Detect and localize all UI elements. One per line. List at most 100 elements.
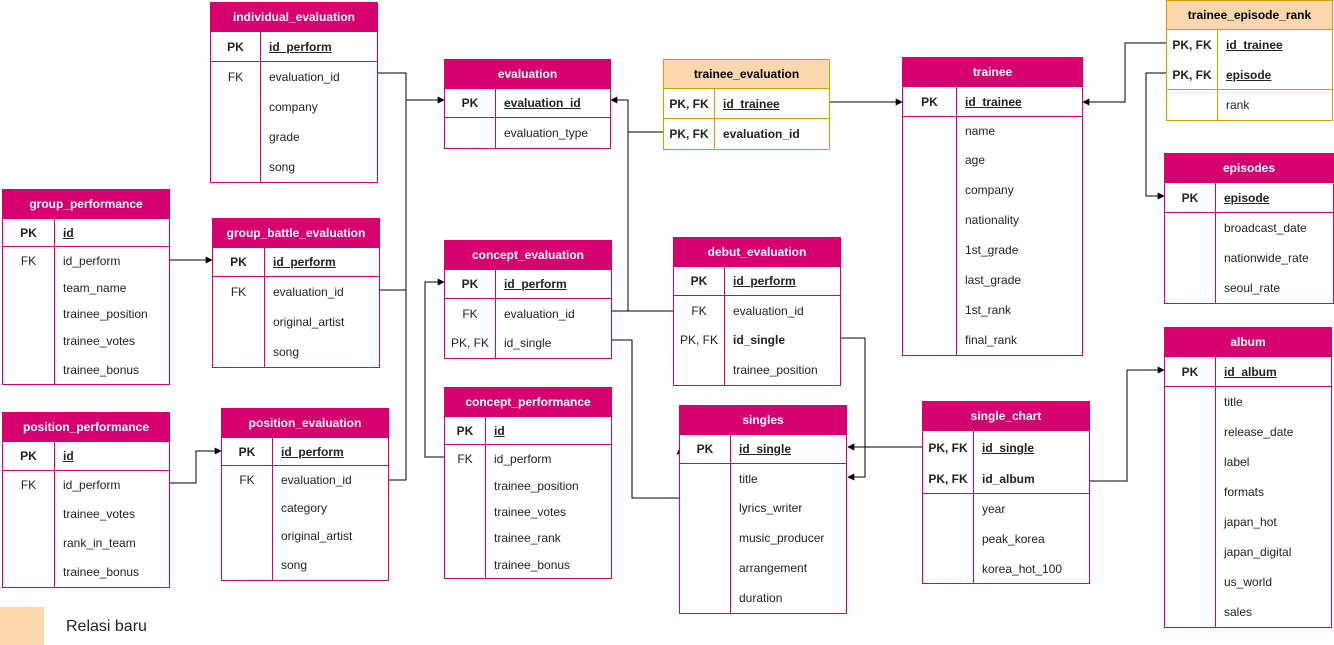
column-name: 1st_grade (965, 243, 1019, 257)
key-label: FK (445, 299, 496, 328)
key-label (903, 325, 957, 355)
column-name: episode (1226, 67, 1272, 82)
key-label (213, 307, 265, 337)
key-label (903, 295, 957, 325)
column-name: evaluation_id (504, 96, 581, 110)
column-name: evaluation_id (723, 127, 800, 141)
column-name: id_trainee (965, 94, 1022, 109)
column-name: trainee_position (733, 362, 818, 377)
key-label (3, 300, 55, 327)
table-row: year (923, 494, 1089, 524)
table-row: evaluation_type (445, 118, 610, 148)
key-label (903, 235, 957, 265)
key-label (1165, 567, 1216, 597)
key-label: FK (674, 296, 725, 325)
key-label (903, 117, 957, 145)
table-row: arrangement (680, 553, 846, 583)
column-name: final_rank (965, 333, 1018, 347)
table-title: individual_evaluation (211, 3, 377, 32)
key-label (680, 553, 731, 583)
column-name: evaluation_id (733, 303, 804, 318)
key-label: PK, FK (1167, 30, 1218, 60)
column-name: trainee_position (494, 478, 579, 493)
table-row: trainee_votes (3, 499, 169, 528)
table-title: album (1165, 328, 1331, 357)
table-title: singles (680, 406, 846, 435)
key-label (3, 528, 55, 557)
link-episode-rank-to-episodes (1145, 72, 1167, 200)
column-name: company (269, 100, 318, 114)
key-label: PK (445, 270, 496, 298)
column-name: id_perform (63, 254, 121, 268)
key-label (903, 145, 957, 175)
column-name: company (965, 183, 1014, 197)
key-label (1165, 507, 1216, 537)
column-name: song (281, 558, 308, 572)
table-title: episodes (1165, 154, 1333, 183)
column-name: 1st_rank (965, 303, 1012, 317)
column-name: rank_in_team (63, 535, 136, 550)
key-label (211, 92, 261, 122)
column-name: trainee_votes (494, 504, 567, 519)
table-title: group_performance (3, 190, 169, 219)
column-name: trainee_position (63, 306, 148, 321)
table-title: position_evaluation (222, 409, 388, 438)
column-name: lyrics_writer (739, 501, 803, 515)
key-label: PK, FK (674, 325, 725, 354)
table-row: name (903, 117, 1082, 145)
column-name: label (1224, 455, 1250, 469)
column-name: id_perform (273, 255, 336, 269)
key-label (680, 464, 731, 493)
key-label (680, 583, 731, 613)
column-name: trainee_votes (63, 334, 136, 348)
table-row: grade (211, 122, 377, 152)
table-row: category (222, 494, 388, 522)
table-title: evaluation (445, 60, 610, 89)
key-label: FK (3, 247, 55, 275)
column-name: trainee_rank (494, 531, 561, 545)
key-label: PK, FK (923, 465, 974, 493)
key-label (674, 354, 725, 385)
table-row: rank (1167, 90, 1332, 120)
column-name: id_trainee (723, 96, 780, 111)
table-row: PK, FK id_trainee (664, 89, 829, 119)
key-label (1165, 243, 1216, 273)
key-label (3, 355, 55, 384)
table-row: peak_korea (923, 524, 1089, 554)
key-label (222, 494, 273, 522)
table-row: song (222, 550, 388, 580)
table-title: group_battle_evaluation (213, 219, 379, 248)
table-row: 1st_rank (903, 295, 1082, 325)
key-label (1165, 273, 1216, 303)
key-label: FK (213, 277, 265, 307)
column-name: song (273, 345, 300, 359)
key-label (680, 493, 731, 523)
column-name: id_single (733, 332, 786, 347)
table-row: song (211, 152, 377, 182)
link-position-eval-to-evaluation (389, 290, 407, 481)
table-row: us_world (1165, 567, 1331, 597)
column-name: last_grade (965, 273, 1022, 287)
key-label (1167, 90, 1218, 120)
key-label: PK, FK (1167, 60, 1218, 89)
key-label: PK, FK (664, 89, 715, 118)
table-title: debut_evaluation (674, 238, 840, 267)
column-name: sales (1224, 605, 1253, 619)
column-name: id (63, 449, 74, 463)
table-row: rank_in_team (3, 528, 169, 557)
